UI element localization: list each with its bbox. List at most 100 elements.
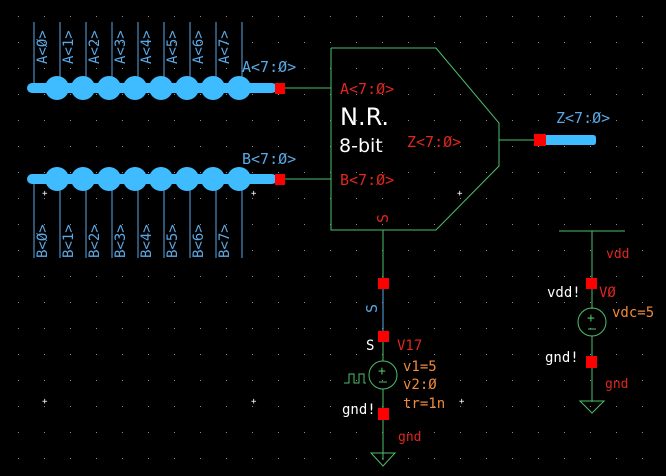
v0-gnd-pin[interactable] [586, 356, 597, 368]
grid-dot [538, 406, 539, 407]
grid-dot [70, 380, 71, 381]
grid-dot [564, 328, 565, 329]
grid-dot [460, 172, 461, 173]
grid-dot [512, 458, 513, 459]
bus-z-wire[interactable] [546, 135, 596, 145]
grid-dot [408, 328, 409, 329]
grid-dot [252, 198, 253, 199]
grid-dot [200, 250, 201, 251]
bus-a-wire[interactable] [27, 83, 277, 93]
grid-dot [434, 458, 435, 459]
grid-dot [564, 250, 565, 251]
grid-dot [564, 458, 565, 459]
grid-dot [200, 432, 201, 433]
bus-z-pin[interactable] [534, 134, 546, 146]
grid-dot [538, 42, 539, 43]
grid-dot [96, 250, 97, 251]
grid-dot [278, 406, 279, 407]
bus-tap-label: B<4> [139, 224, 155, 258]
grid-dot [70, 250, 71, 251]
grid-dot [122, 172, 123, 173]
grid-dot [486, 432, 487, 433]
v17-gnd-label: gnd [398, 430, 421, 445]
grid-dot [278, 380, 279, 381]
bus-b-pin[interactable] [275, 174, 285, 185]
grid-dot [96, 354, 97, 355]
grid-dot [408, 120, 409, 121]
grid-dot [538, 380, 539, 381]
grid-dot [616, 328, 617, 329]
pin-label-s: S [374, 214, 392, 223]
grid-dot [460, 250, 461, 251]
grid-dot [148, 146, 149, 147]
bus-b[interactable]: B<Ø>B<1>B<2>B<3>B<4>B<5>B<6>B<7> B<7:Ø> [27, 150, 331, 258]
grid-dot [408, 458, 409, 459]
grid-dot [200, 120, 201, 121]
grid-dot [356, 42, 357, 43]
grid-dot [382, 380, 383, 381]
grid-dot [148, 68, 149, 69]
bus-tap-label: A<4> [139, 30, 155, 64]
grid-dot [96, 94, 97, 95]
grid-dot [96, 224, 97, 225]
grid-dot [564, 172, 565, 173]
bus-a[interactable]: A<Ø>A<1>A<2>A<3>A<4>A<5>A<6>A<7> A<7:Ø> [27, 22, 331, 100]
grid-dot [330, 16, 331, 17]
cross-marker: + [457, 189, 463, 199]
grid-dot [590, 432, 591, 433]
v17-bottom-net: gnd! [342, 402, 376, 418]
grid-dot [356, 458, 357, 459]
grid-dot [148, 354, 149, 355]
nr-8bit-block[interactable]: A<7:Ø> N.R. 8-bit Z<7:Ø> B<7:Ø> S [330, 47, 500, 231]
grid-dot [460, 432, 461, 433]
v17-pulse-source[interactable]: S V17 + v1=5 v2:Ø tr=1n gnd! gnd [342, 338, 445, 467]
grid-dot [18, 354, 19, 355]
cursor-markers: + + + + + + [42, 189, 465, 407]
grid-dot [96, 432, 97, 433]
grid-dot [408, 146, 409, 147]
grid-dot [590, 68, 591, 69]
s-pin-top[interactable] [378, 278, 389, 289]
bus-b-wire[interactable] [27, 174, 277, 184]
grid-dot [122, 198, 123, 199]
s-pin-bottom[interactable] [378, 331, 389, 342]
v0-vdd-label: vdd [606, 247, 629, 262]
cross-marker: + [251, 189, 257, 199]
bus-a-pin[interactable] [275, 83, 285, 94]
grid-dot [538, 276, 539, 277]
grid-dot [460, 224, 461, 225]
bus-tap-label: B<5> [165, 224, 181, 258]
grid-dot [486, 380, 487, 381]
bus-tap-label: A<2> [87, 30, 103, 64]
grid-dot [642, 68, 643, 69]
grid-dot [538, 16, 539, 17]
grid-dot [174, 42, 175, 43]
s-net[interactable]: S [363, 230, 389, 342]
grid-dot [226, 458, 227, 459]
grid-dot [174, 276, 175, 277]
grid-dot [70, 406, 71, 407]
grid-dot [538, 146, 539, 147]
grid-dot [382, 172, 383, 173]
grid-dot [18, 250, 19, 251]
grid-dot [616, 432, 617, 433]
grid-dot [70, 302, 71, 303]
grid-dot [44, 16, 45, 17]
grid-dot [642, 432, 643, 433]
grid-dot [278, 120, 279, 121]
v0-param-vdc: vdc=5 [612, 305, 654, 321]
grid-dot [434, 198, 435, 199]
bus-tap-label: B<7> [217, 224, 233, 258]
grid-dot [278, 94, 279, 95]
v0-vdd-pin[interactable] [586, 278, 597, 289]
grid-dot [252, 302, 253, 303]
v17-gnd-pin[interactable] [378, 408, 389, 420]
grid-dot [148, 94, 149, 95]
grid-dot [330, 42, 331, 43]
v0-dc-source[interactable]: vdd vdd! VØ + vdc=5 gnd! gnd [545, 230, 654, 414]
grid-dot [512, 42, 513, 43]
bus-tap-label: A<3> [113, 30, 129, 64]
grid-dot [70, 198, 71, 199]
bus-z[interactable]: Z<7:Ø> [499, 109, 610, 146]
